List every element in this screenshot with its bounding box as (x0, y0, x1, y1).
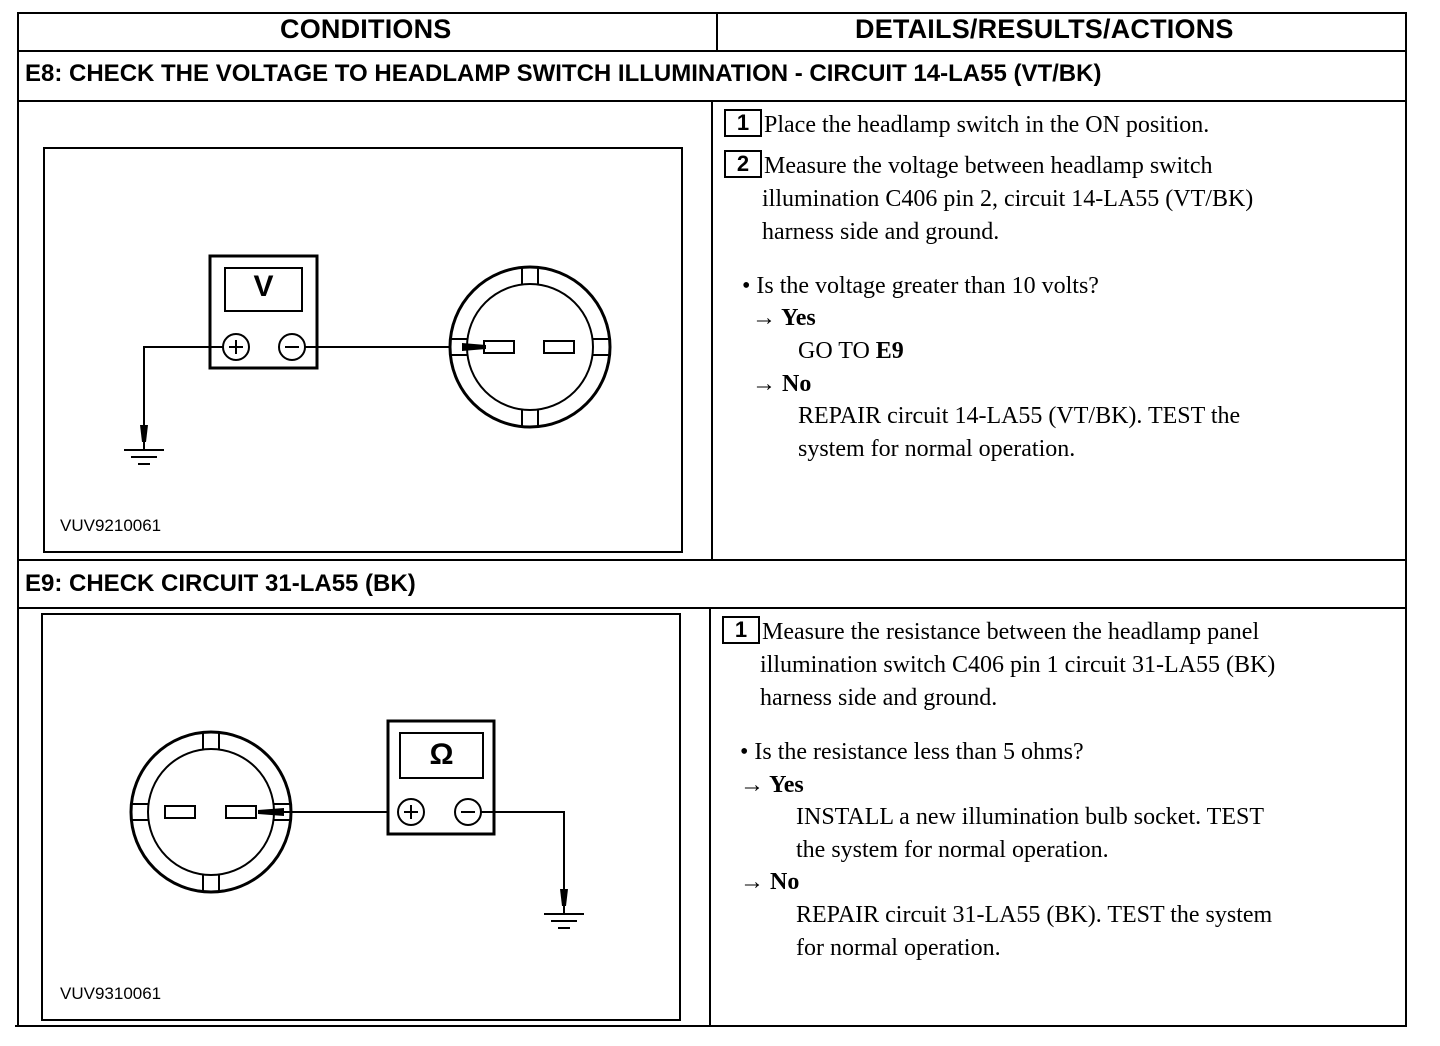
e8-pin-1 (543, 340, 575, 354)
e9-title: E9: CHECK CIRCUIT 31-LA55 (BK) (25, 570, 416, 597)
e9-yes-label: → Yes (740, 772, 804, 798)
e9-meter-label: Ω (429, 738, 454, 771)
e9-pin-2 (164, 805, 196, 819)
e8-question: • Is the voltage greater than 10 volts? (742, 273, 1099, 299)
e9-yes-line-1: INSTALL a new illumination bulb socket. … (796, 804, 1265, 830)
e8-step-2-line-2: illumination C406 pin 2, circuit 14-LA55… (762, 186, 1254, 212)
e8-step-1-text: Place the headlamp switch in the ON posi… (764, 112, 1210, 138)
e8-no-label: → No (752, 371, 812, 397)
e8-figure-frame (43, 147, 683, 553)
e8-connector-outer (448, 265, 612, 429)
e9-step-1-line-3: harness side and ground. (760, 685, 998, 711)
e8-yes-action: GO TO E9 (798, 335, 904, 368)
e9-pin-1 (225, 805, 257, 819)
e8-voltmeter-display (224, 267, 303, 312)
e9-step-1-text: Measure the resistance between the headl… (762, 619, 1260, 645)
e9-ohmmeter-display (399, 732, 484, 779)
e9-no-line-2: for normal operation. (796, 935, 1001, 961)
e9-figure-frame (41, 613, 681, 1021)
e8-step-1-number: 1 (724, 109, 762, 137)
e8-yes-action-ref: E9 (875, 338, 904, 364)
e8-no-line-2: system for normal operation. (798, 436, 1076, 462)
e8-meter-label: V (253, 270, 274, 303)
e9-yes-line-2: the system for normal operation. (796, 837, 1109, 863)
e8-step-2-line-3: harness side and ground. (762, 219, 1000, 245)
e9-ground-wire (481, 811, 565, 889)
e8-step-2-text: Measure the voltage between headlamp swi… (764, 153, 1213, 179)
e8-yes-label: → Yes (752, 305, 816, 331)
header-conditions: CONDITIONS (280, 14, 452, 44)
e9-question: • Is the resistance less than 5 ohms? (740, 739, 1084, 765)
e9-no-line-1: REPAIR circuit 31-LA55 (BK). TEST the sy… (796, 902, 1273, 928)
e8-ground-wire (143, 346, 223, 425)
e9-figure-id: VUV9310061 (60, 984, 162, 1003)
e8-no-line-1: REPAIR circuit 14-LA55 (VT/BK). TEST the (798, 403, 1241, 429)
e9-step-1-number: 1 (722, 616, 760, 644)
e9-no-label: → No (740, 869, 800, 895)
e8-figure-id: VUV9210061 (60, 516, 162, 535)
e9-step-1-line-2: illumination switch C406 pin 1 circuit 3… (760, 652, 1276, 678)
e8-title: E8: CHECK THE VOLTAGE TO HEADLAMP SWITCH… (25, 60, 1102, 87)
e8-yes-action-text: GO TO (798, 338, 876, 364)
e8-step-2-number: 2 (724, 150, 762, 178)
header-details: DETAILS/RESULTS/ACTIONS (855, 14, 1234, 44)
